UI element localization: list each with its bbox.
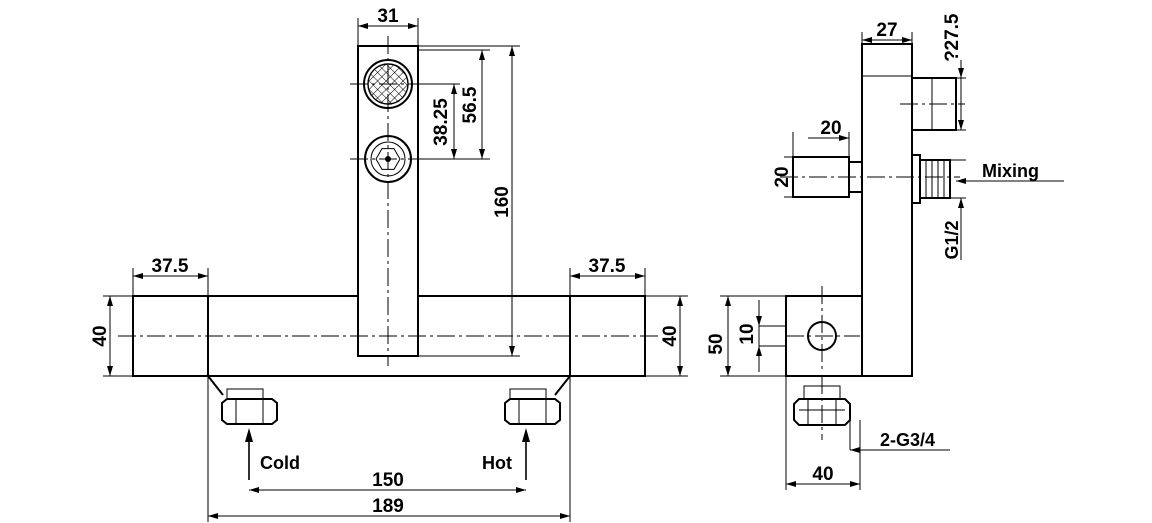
dim-31-text: 31 [377,6,399,27]
dim-side-20-vertical: 20 [772,156,793,198]
g34-leader: 2-G3/4 [849,412,950,453]
dim-160-text: 160 [492,186,513,218]
dim-right-37-5: 37.5 [569,256,646,296]
dim-side-20-horizontal: 20 [792,118,850,157]
dim-side-27-text: 27 [876,20,897,41]
dim-189: 189 [207,376,571,522]
dim-38-25: 38.25 [418,83,460,160]
dim-150: 150 [249,470,526,493]
dim-150-text: 150 [372,470,404,491]
outlet-nut-icon [364,135,412,183]
dim-side-20-v-text: 20 [772,166,793,187]
dim-38-25-text: 38.25 [431,98,452,146]
dim-side-20-h-text: 20 [820,118,841,139]
dim-side-40-text: 40 [812,464,833,485]
dim-side-50: 50 [706,295,786,377]
dim-right-37-5-text: 37.5 [589,256,626,277]
cold-label: Cold [260,453,300,473]
dim-left-37-5: 37.5 [132,256,209,296]
g34-label: 2-G3/4 [880,430,935,450]
dim-left-40-text: 40 [90,325,111,346]
side-view: 27 27.5 ? 20 20 [706,13,1064,490]
dim-right-40-text: 40 [660,325,681,346]
dim-left-40: 40 [90,295,133,377]
mixing-leader: Mixing [956,161,1064,184]
dim-side-40: 40 [785,376,861,490]
mesh-knob-icon [363,59,413,109]
mixing-label: Mixing [982,161,1039,181]
dim-side-10-text: 10 [737,323,758,344]
g12-label: G1/2 [942,220,962,259]
dim-189-text: 189 [372,496,404,517]
cold-inlet-connector-icon [221,388,278,425]
g12-leader: G1/2 [942,159,966,260]
main-body [208,295,570,377]
side-outlet-icon [900,77,965,131]
dim-top-width: 31 [357,6,419,46]
dim-left-37-5-text: 37.5 [152,256,189,277]
mixing-connector-icon [911,154,951,204]
dim-side-q-text: ? [942,50,963,62]
hot-inlet-connector-icon [504,388,561,425]
dim-side-50-text: 50 [706,333,727,354]
dim-side-27: 27 [861,20,913,44]
dim-160: 160 [418,45,520,357]
dim-right-40: 40 [645,295,688,377]
dim-side-27-5-text: 27.5 [942,13,963,50]
side-riser [861,43,913,377]
dim-side-10: 10 [737,300,762,372]
dim-56-5-text: 56.5 [460,86,481,123]
dim-56-5: 56.5 [418,49,490,160]
dim-side-27-5: 27.5 ? [942,13,966,131]
hot-label: Hot [482,453,512,473]
front-view: 31 38.25 56.5 160 [90,6,688,522]
